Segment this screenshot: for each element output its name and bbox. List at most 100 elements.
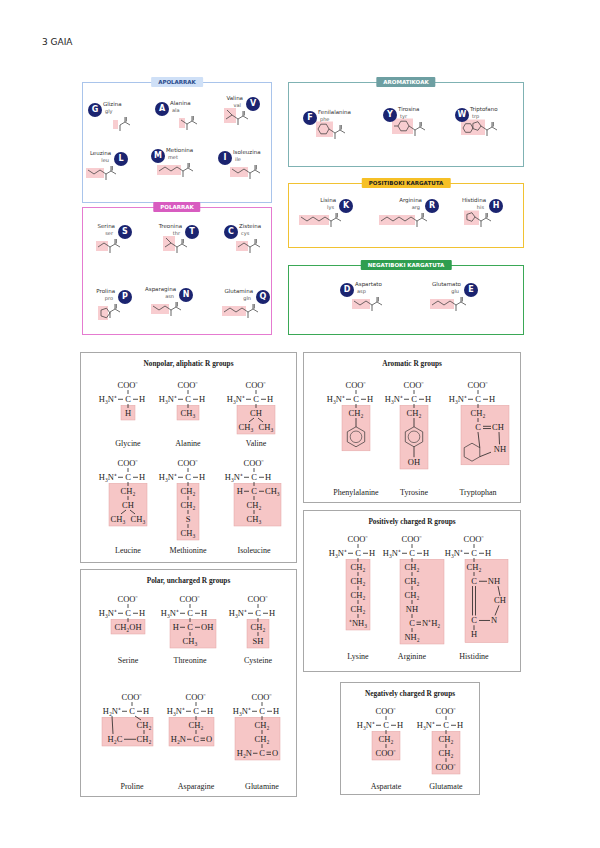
atom-group: ⁺NH₃	[349, 619, 367, 628]
bond-line	[133, 399, 138, 400]
carbonyl-bond	[189, 163, 190, 168]
ring-bonds	[473, 122, 481, 131]
atom-group: H	[369, 549, 375, 558]
carbonyl-bond	[492, 122, 493, 127]
atom-group: NH₂	[404, 633, 419, 642]
atom-group: C	[383, 721, 389, 730]
amino-acid-name: Glycine	[115, 439, 140, 449]
amino-acid-name: Asparagina	[145, 286, 176, 293]
atom-group: CH₂	[351, 605, 366, 614]
box-heading: Negatively charged R groups	[341, 689, 479, 699]
group-heading: POLARRAK	[153, 202, 200, 212]
bond-line	[124, 739, 136, 740]
bond-line	[262, 716, 263, 720]
side-chain-bonds	[165, 243, 177, 247]
box-heading: Aromatic R groups	[304, 359, 520, 369]
atom-group: H	[397, 721, 403, 730]
amino-bond	[248, 312, 249, 318]
atom-group: C	[475, 395, 481, 404]
backbone-bonds	[481, 218, 491, 221]
ring-bonds	[467, 213, 475, 222]
amino-bond	[171, 310, 172, 316]
carbonyl-bond	[253, 304, 254, 309]
bond-line	[412, 586, 413, 590]
amino-acid-name: Alanine	[175, 439, 200, 449]
letter-circle: Y	[383, 108, 397, 122]
group-box: POSITIBOKI KARGATUTAKRH	[288, 183, 524, 248]
amino-bond	[110, 312, 111, 318]
bond-line	[391, 725, 396, 726]
atom-group: H₃N⁺	[385, 395, 403, 404]
atom-group: COO⁻	[376, 707, 397, 716]
side-chain-highlight	[461, 120, 485, 136]
atom-group: CH₂	[471, 409, 486, 418]
atom-group: H₃N⁺	[383, 549, 401, 558]
bond-line	[263, 613, 268, 614]
atom-group: C	[185, 395, 191, 404]
backbone-bonds	[171, 307, 181, 310]
amino-acid-name: Metionina	[166, 147, 193, 154]
amino-acid-name: Isoleuzina	[233, 149, 261, 156]
atom-group: COO⁻	[178, 381, 199, 390]
bond-line	[478, 390, 479, 394]
bond-line	[144, 730, 145, 734]
atom-group: C	[251, 473, 257, 482]
atom-group: H	[267, 395, 273, 404]
one-letter-code: T	[185, 225, 199, 239]
carbonyl-bond	[126, 117, 127, 122]
amino-acid-name: Glutamina	[224, 288, 253, 295]
bond-line	[258, 632, 259, 636]
atom-group: COO⁻	[178, 459, 199, 468]
amino-acid-name: Zisteina	[239, 223, 261, 230]
bond-line	[498, 586, 500, 596]
three-letter-code: leu	[101, 157, 109, 163]
atom-group: H	[423, 549, 429, 558]
atom-group: C	[255, 609, 261, 618]
carbonyl-bond	[183, 239, 184, 244]
atom-group: H₃N⁺	[99, 395, 117, 404]
bond-line	[412, 544, 413, 548]
carbonyl-bond	[377, 297, 378, 302]
one-letter-code: A	[155, 102, 169, 116]
side-chain-bonds	[226, 115, 238, 119]
bond-line	[358, 600, 359, 604]
one-letter-code: Y	[383, 108, 397, 122]
bond-line	[479, 581, 487, 582]
atom-group: C	[471, 577, 477, 586]
three-letter-code: ile	[235, 156, 241, 162]
bond-line	[128, 404, 129, 408]
bond-line	[186, 711, 191, 712]
atom-group: H	[199, 473, 205, 482]
amino-acid-name: Fenilalanina	[318, 109, 351, 116]
backbone-bonds	[487, 127, 497, 130]
letter-circle: M	[151, 149, 165, 163]
atom-group: CH₂	[137, 721, 152, 730]
carbonyl-bond	[255, 239, 256, 244]
carbonyl-bond	[340, 125, 341, 130]
bond-line	[267, 752, 272, 753]
amino-acid-name: Tirosina	[398, 106, 419, 113]
carbonyl-bond	[115, 304, 116, 309]
figure-box: Negatively charged R groups	[340, 682, 480, 795]
r-group-highlight	[465, 559, 508, 642]
bond-line	[478, 418, 479, 422]
atom-group: H₃N⁺	[229, 609, 247, 618]
side-chain-bonds	[432, 301, 456, 305]
bond-line	[358, 572, 359, 576]
r-group-highlight	[346, 559, 370, 630]
one-letter-code: I	[218, 151, 232, 165]
bond-line	[128, 390, 129, 394]
atom-group: C	[129, 707, 135, 716]
amino-bond	[238, 119, 239, 125]
three-letter-code: cys	[241, 230, 249, 236]
group-box: NEGATIBOKI KARGATUTADE	[288, 265, 524, 335]
amino-acid-name: Valina	[226, 95, 243, 102]
atom-group: C	[125, 473, 131, 482]
ring-bonds	[405, 427, 422, 447]
atom-group: COO⁻	[180, 595, 201, 604]
carbonyl-bond	[337, 213, 338, 218]
three-letter-code: met	[168, 154, 178, 160]
atom-group: CH₂	[247, 501, 262, 510]
amino-acid-name: Glizina	[103, 101, 122, 108]
backbone-bonds	[335, 130, 345, 133]
